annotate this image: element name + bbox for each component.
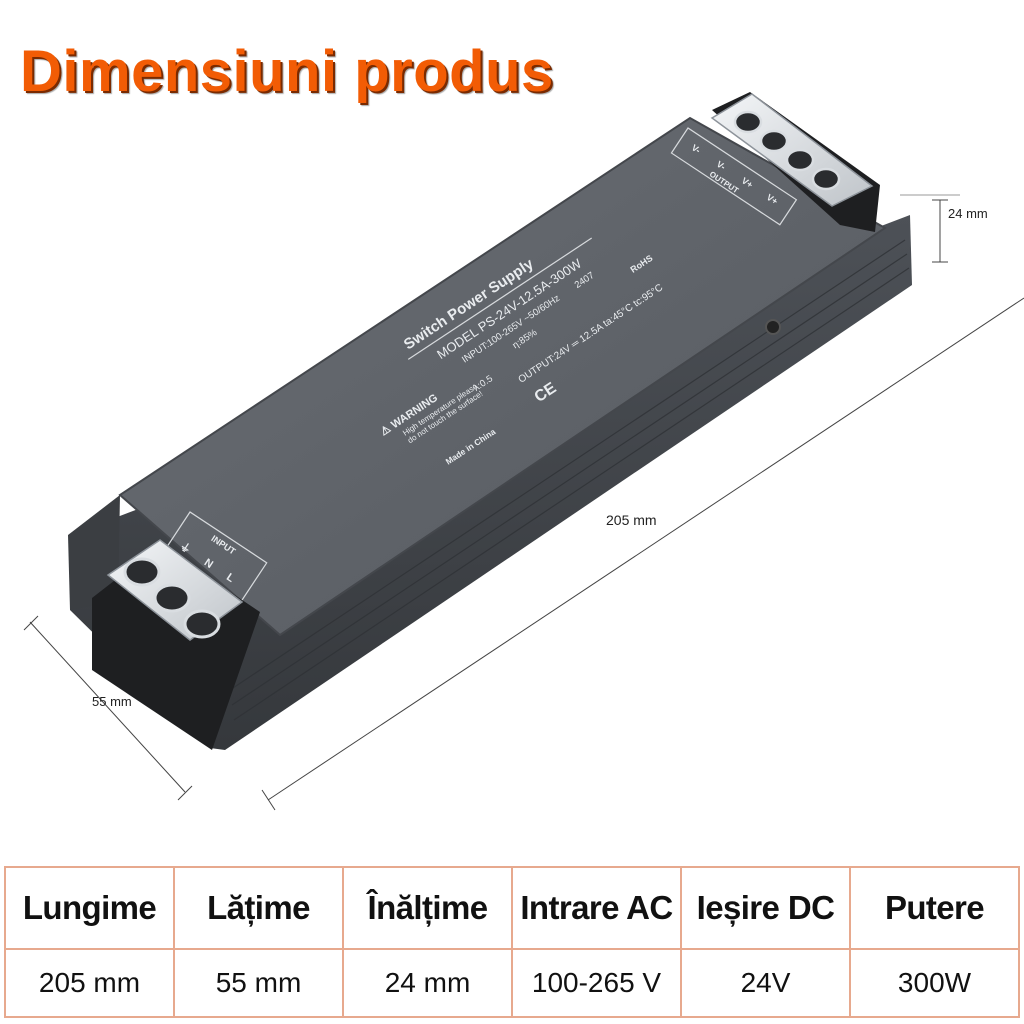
header-inaltime: Înălțime <box>342 866 513 950</box>
value-putere: 300W <box>849 948 1020 1018</box>
screw-icon <box>733 110 763 134</box>
page-title: Dimensiuni produs <box>20 39 554 104</box>
screw-icon <box>183 609 221 639</box>
value-inaltime: 24 mm <box>342 948 513 1018</box>
length-dimension-label: 205 mm <box>606 512 657 528</box>
screw-icon <box>153 583 191 613</box>
header-iesire-dc: Ieșire DC <box>680 866 851 950</box>
header-intrare-ac: Intrare AC <box>511 866 682 950</box>
screw-icon <box>759 129 789 153</box>
value-lungime: 205 mm <box>4 948 175 1018</box>
header-latime: Lățime <box>173 866 344 950</box>
width-dimension-label: 55 mm <box>92 694 132 709</box>
power-supply-illustration: Switch Power Supply MODEL PS-24V-12.5A-3… <box>23 92 1024 811</box>
output-terminal-block <box>710 92 880 232</box>
value-iesire-dc: 24V <box>680 948 851 1018</box>
height-dimension-label: 24 mm <box>948 206 988 221</box>
screw-icon <box>123 557 161 587</box>
header-lungime: Lungime <box>4 866 175 950</box>
header-putere: Putere <box>849 866 1020 950</box>
screw-icon <box>765 319 781 335</box>
input-terminal-block <box>92 539 260 750</box>
value-intrare-ac: 100-265 V <box>511 948 682 1018</box>
screw-icon <box>785 148 815 172</box>
screw-icon <box>811 167 841 191</box>
specs-header-row: Lungime Lățime Înălțime Intrare AC Ieșir… <box>4 866 1020 950</box>
value-latime: 55 mm <box>173 948 344 1018</box>
body-top <box>118 116 887 637</box>
specs-table: Lungime Lățime Înălțime Intrare AC Ieșir… <box>4 866 1020 1018</box>
dimension-lines <box>23 194 1024 811</box>
specs-value-row: 205 mm 55 mm 24 mm 100-265 V 24V 300W <box>4 948 1020 1018</box>
